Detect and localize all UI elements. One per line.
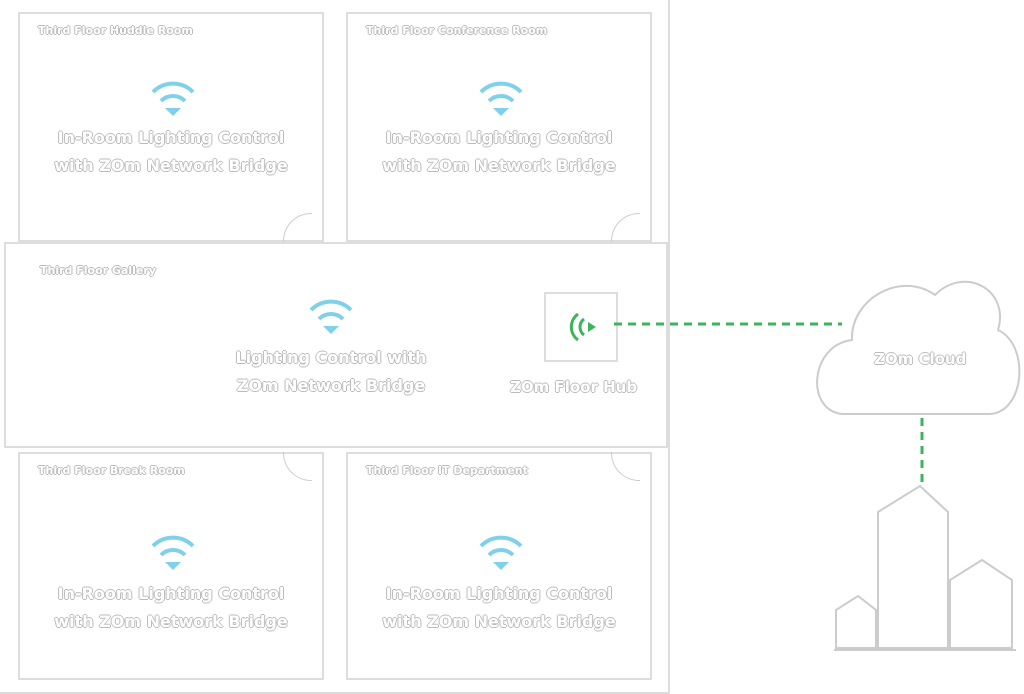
room-huddle: Third Floor Huddle Room In-Room Lighting… <box>18 12 324 242</box>
cloud-label: ZOm Cloud <box>874 350 967 368</box>
cloud-icon <box>816 280 1021 415</box>
room-label: Third Floor IT Department <box>366 464 528 477</box>
room-label: Third Floor Huddle Room <box>38 24 193 37</box>
gallery-area: Third Floor Gallery Lighting Control wit… <box>4 242 668 448</box>
hub-label: ZOm Floor Hub <box>510 378 638 396</box>
gallery-label: Third Floor Gallery <box>40 264 156 277</box>
room-it: Third Floor IT Department In-Room Lighti… <box>346 452 652 680</box>
hub-signal-icon <box>569 312 596 342</box>
room-conference: Third Floor Conference Room In-Room Ligh… <box>346 12 652 242</box>
floor-hub[interactable] <box>544 292 618 362</box>
datacenter-buildings-icon <box>834 484 1016 651</box>
room-break: Third Floor Break Room In-Room Lighting … <box>18 452 324 680</box>
room-label: Third Floor Break Room <box>38 464 185 477</box>
building-outline <box>0 0 670 694</box>
room-label: Third Floor Conference Room <box>366 24 548 37</box>
